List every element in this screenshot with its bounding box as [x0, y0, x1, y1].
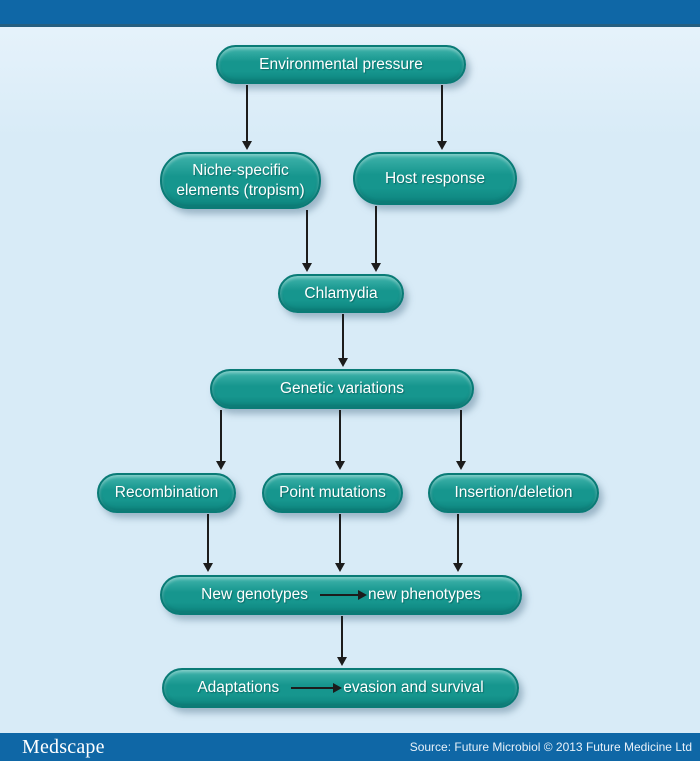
node-label-left: Adaptations — [197, 679, 280, 696]
arrow-env-to-niche — [246, 85, 248, 141]
arrow-niche-to-chlamydia — [306, 210, 308, 263]
arrow-genotypes-to-adaptations — [341, 616, 343, 657]
node-insertion-deletion: Insertion/deletion — [428, 473, 599, 513]
node-label-right: evasion and survival — [343, 679, 484, 696]
node-label-right: new phenotypes — [367, 586, 481, 603]
arrow-genetic-to-recombination — [220, 410, 222, 461]
node-recombination: Recombination — [97, 473, 236, 513]
node-label: Host response — [385, 169, 485, 187]
node-new-genotypes-phenotypes: New genotypes new phenotypes — [160, 575, 522, 615]
right-arrow-icon — [291, 687, 334, 689]
node-niche-specific-elements: Niche-specific elements (tropism) — [160, 152, 321, 209]
arrow-chlamydia-to-genetic — [342, 314, 344, 358]
arrow-point-to-genotypes — [339, 514, 341, 563]
node-label-line1: Niche-specific — [192, 161, 289, 179]
arrow-genetic-to-point-mutations — [339, 410, 341, 461]
arrow-host-to-chlamydia — [375, 206, 377, 263]
node-genetic-variations: Genetic variations — [210, 369, 474, 409]
node-label: Point mutations — [279, 484, 386, 501]
node-label-left: New genotypes — [201, 586, 308, 603]
node-label-line2: elements (tropism) — [176, 181, 305, 199]
node-label: Recombination — [114, 484, 219, 501]
source-attribution: Source: Future Microbiol © 2013 Future M… — [409, 740, 692, 754]
node-environmental-pressure: Environmental pressure — [216, 45, 466, 84]
arrow-insertion-to-genotypes — [457, 514, 459, 563]
medscape-logo: Medscape — [22, 735, 105, 758]
right-arrow-icon — [319, 594, 358, 596]
node-label: Genetic variations — [279, 380, 405, 397]
node-label: Insertion/deletion — [454, 484, 573, 501]
top-bar — [0, 0, 700, 27]
arrow-recombination-to-genotypes — [207, 514, 209, 563]
node-chlamydia: Chlamydia — [278, 274, 404, 313]
arrow-genetic-to-insertion — [460, 410, 462, 461]
arrow-env-to-host — [441, 85, 443, 141]
bottom-bar: Medscape Source: Future Microbiol © 2013… — [0, 733, 700, 761]
node-label: Environmental pressure — [259, 55, 423, 73]
node-adaptations-survival: Adaptations evasion and survival — [162, 668, 519, 708]
node-host-response: Host response — [353, 152, 517, 205]
node-label: Chlamydia — [304, 284, 378, 302]
node-point-mutations: Point mutations — [262, 473, 403, 513]
